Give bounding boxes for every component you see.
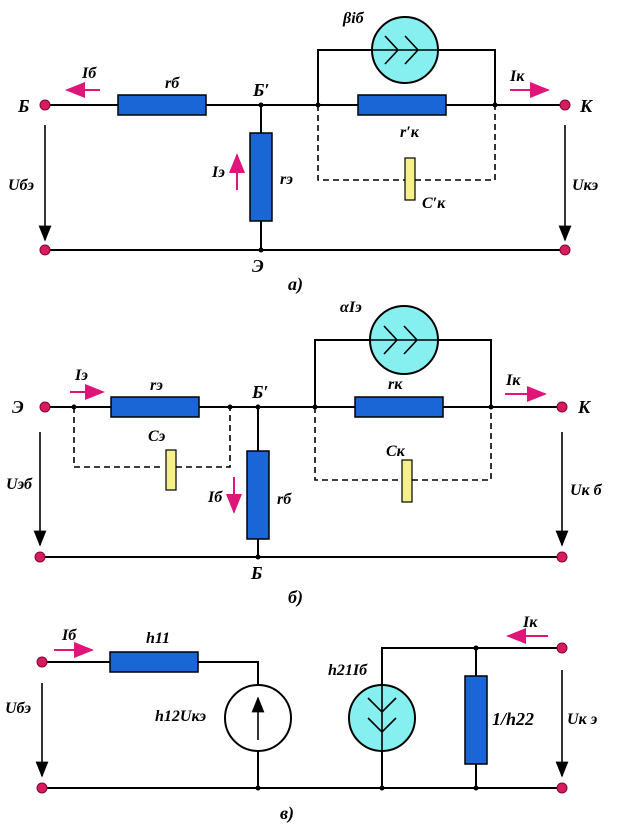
source-double-arrow-icon [369,325,439,355]
label-node-k: К [579,96,594,116]
label-node-b: Б [250,563,262,583]
junction-dot [492,102,498,108]
label-ik: Iк [509,68,525,85]
terminal-output-bottom [556,782,568,794]
junction-dot [473,645,479,651]
junction-dot [255,554,261,560]
source-double-arrow-icon [372,35,438,65]
terminal-output-top [556,642,568,654]
terminal-k [559,99,571,111]
wire-c-left [42,661,259,788]
label-h11: h11 [146,630,170,647]
label-ueb: Uэб [6,476,33,493]
label-beta-ib: βiб [342,10,365,27]
resistor-rk [354,396,444,418]
terminal-input-bottom [36,782,48,794]
label-node-b-prime: Б′ [251,382,269,402]
junction-dot [379,785,385,791]
junction-dot [227,404,233,410]
diagram-c: Iб h11 h12Uкэ h21Iб 1/h22 Iк Uбэ Uк э в) [5,614,598,824]
label-node-e: Э [12,397,24,417]
terminal-bottom-left [39,244,51,256]
wire-b-ce-branch [73,407,231,468]
label-rk-prime: r′к [400,124,420,141]
terminal-bottom-right [556,551,568,563]
label-1-h22: 1/h22 [492,709,534,729]
label-rb: rб [165,75,180,92]
terminal-b [39,99,51,111]
label-rk: rк [388,376,403,393]
label-ck-prime: C′к [422,195,446,212]
label-ck: Cк [386,443,406,460]
caption-c: в) [280,803,294,824]
junction-dot [255,785,261,791]
terminal-input-top [36,656,48,668]
label-ib: Iб [81,65,97,82]
label-node-b-prime: Б′ [252,80,270,100]
junction-dot [258,102,264,108]
junction-dot [255,404,261,410]
label-ukb: Uк б [570,482,603,499]
label-ube: Uбэ [8,177,34,194]
junction-dot [258,247,264,253]
diagram-b: Э Б′ К Б Iэ rэ αIэ rк Iк Cэ Cк Iб rб Uэб… [6,299,603,608]
label-node-k: К [577,397,592,417]
label-node-b: Б [17,96,29,116]
label-ube: Uбэ [5,700,31,717]
label-ik: Iк [522,614,538,631]
caption-a: а) [288,274,303,295]
label-node-e: Э [252,256,264,276]
label-h12-uke: h12Uкэ [155,708,206,725]
label-uke: Uк э [567,711,598,728]
label-ik: Iк [505,372,521,389]
label-alpha-ie: αIэ [340,299,362,316]
label-re: rэ [150,377,163,394]
resistor-rk-prime [357,94,447,116]
resistor-rb [246,450,270,540]
label-h21-ib: h21Iб [328,662,368,679]
label-ie: Iэ [211,164,225,181]
junction-dot [488,404,494,410]
capacitor-ce [165,449,177,491]
junction-dot [473,785,479,791]
wire-a-source-loop [317,49,496,105]
junction-dot [315,102,321,108]
terminal-bottom-right [559,244,571,256]
label-uke: Uкэ [572,177,598,194]
diagram-a: Б К Б′ Э Iб rб βiб Iк r′к Iэ rэ C′к Uбэ … [8,10,598,295]
label-re: rэ [280,171,293,188]
caption-b: б) [288,587,303,608]
wire-b-source-loop [314,339,492,407]
wire-b-ck-branch [314,407,492,481]
resistor-h11 [109,651,199,673]
resistor-rb [117,94,207,116]
source-double-arrow-down-icon [367,685,397,752]
label-ce: Cэ [148,428,166,445]
terminal-k [556,401,568,413]
junction-dot [71,404,77,410]
label-ie: Iэ [74,367,88,384]
terminal-e [39,401,51,413]
junction-dot [312,404,318,410]
capacitor-ck [401,459,413,503]
label-rb: rб [277,491,292,508]
terminal-bottom-left [34,551,46,563]
capacitor-ck-prime [404,157,416,201]
label-ib: Iб [61,627,77,644]
resistor-re [249,132,273,222]
label-ib: Iб [207,489,223,506]
resistor-1-h22 [464,675,488,765]
wire-a-cap-branch [317,105,496,181]
resistor-re [110,396,200,418]
wire-c-right [381,647,562,788]
